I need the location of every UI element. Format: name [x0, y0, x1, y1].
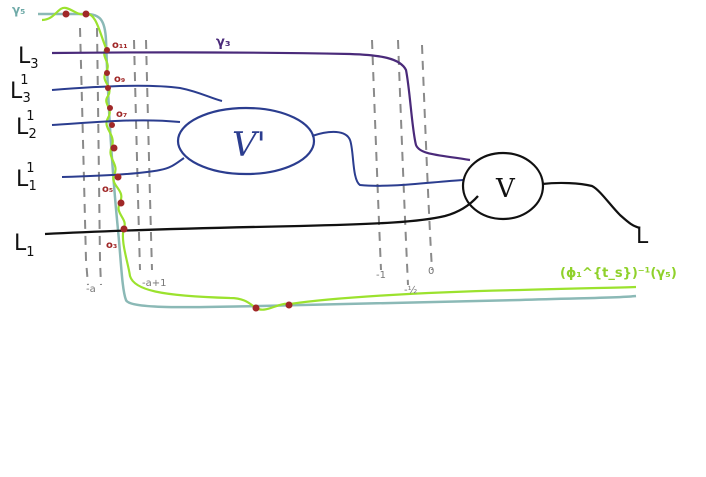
guide-zero: [421, 44, 433, 271]
guide-minus-a-right: [96, 27, 102, 286]
dot: [285, 301, 293, 309]
dot: [114, 173, 122, 181]
dot: [117, 199, 125, 207]
dot: [252, 304, 260, 312]
node-vprime-label: V': [232, 125, 266, 165]
label-o9: o₉: [114, 74, 125, 85]
intersection-dots: [62, 10, 293, 312]
tick-zero: 0: [428, 266, 434, 277]
node-v-shape: [461, 151, 545, 221]
label-o5: o₅: [102, 184, 113, 195]
label-gamma5-top: γ₅: [12, 3, 25, 17]
strand-L3: [51, 51, 471, 162]
tick-minus-1: -1: [376, 270, 386, 281]
strand-vprime-out: [311, 130, 465, 187]
node-vprime-shape: [176, 106, 316, 176]
label-right-L: L: [636, 224, 649, 249]
strand-L1-prime: [61, 157, 185, 178]
blue-strands: [51, 84, 465, 187]
strand-L1: [44, 195, 479, 236]
strand-L2-prime: [51, 119, 181, 126]
guide-minus-a-left: [79, 27, 89, 286]
label-phi-inverse-gamma5: (ϕ₁^{t_s})⁻¹(γ₅): [560, 266, 677, 281]
label-o11: o₁₁: [112, 40, 128, 51]
dot: [104, 70, 110, 76]
tick-labels: -a -a+1 -1 -½ 0: [86, 266, 434, 296]
o-labels: o₁₁ o₉ o₇ o₅ o₃: [102, 40, 128, 251]
dashed-guides: [79, 27, 433, 286]
dot: [110, 144, 118, 152]
tick-minus-a-plus-1: -a+1: [142, 278, 166, 289]
dot: [120, 225, 128, 233]
node-v-label: V: [495, 174, 516, 204]
dot: [105, 85, 111, 91]
strand-L3-prime: [51, 84, 223, 102]
strand-output: [541, 181, 641, 230]
label-L3: L3: [18, 44, 39, 72]
label-o7: o₇: [116, 109, 127, 120]
dot: [109, 122, 115, 128]
dot: [104, 47, 110, 53]
guide-minus-half: [397, 39, 409, 286]
tick-minus-a: -a: [86, 284, 96, 295]
guide-minus-a-plus-1-right: [145, 39, 153, 271]
gamma5-teal-curve: [38, 12, 637, 309]
label-o3: o₃: [106, 240, 117, 251]
label-gamma3: γ₃: [216, 35, 231, 50]
tick-minus-half: -½: [404, 284, 418, 296]
dot: [62, 10, 70, 18]
label-L1: L1: [14, 231, 35, 260]
dot: [82, 10, 90, 18]
dot: [107, 105, 113, 111]
guide-minus-1: [371, 39, 382, 271]
guide-minus-a-plus-1-left: [133, 39, 141, 271]
